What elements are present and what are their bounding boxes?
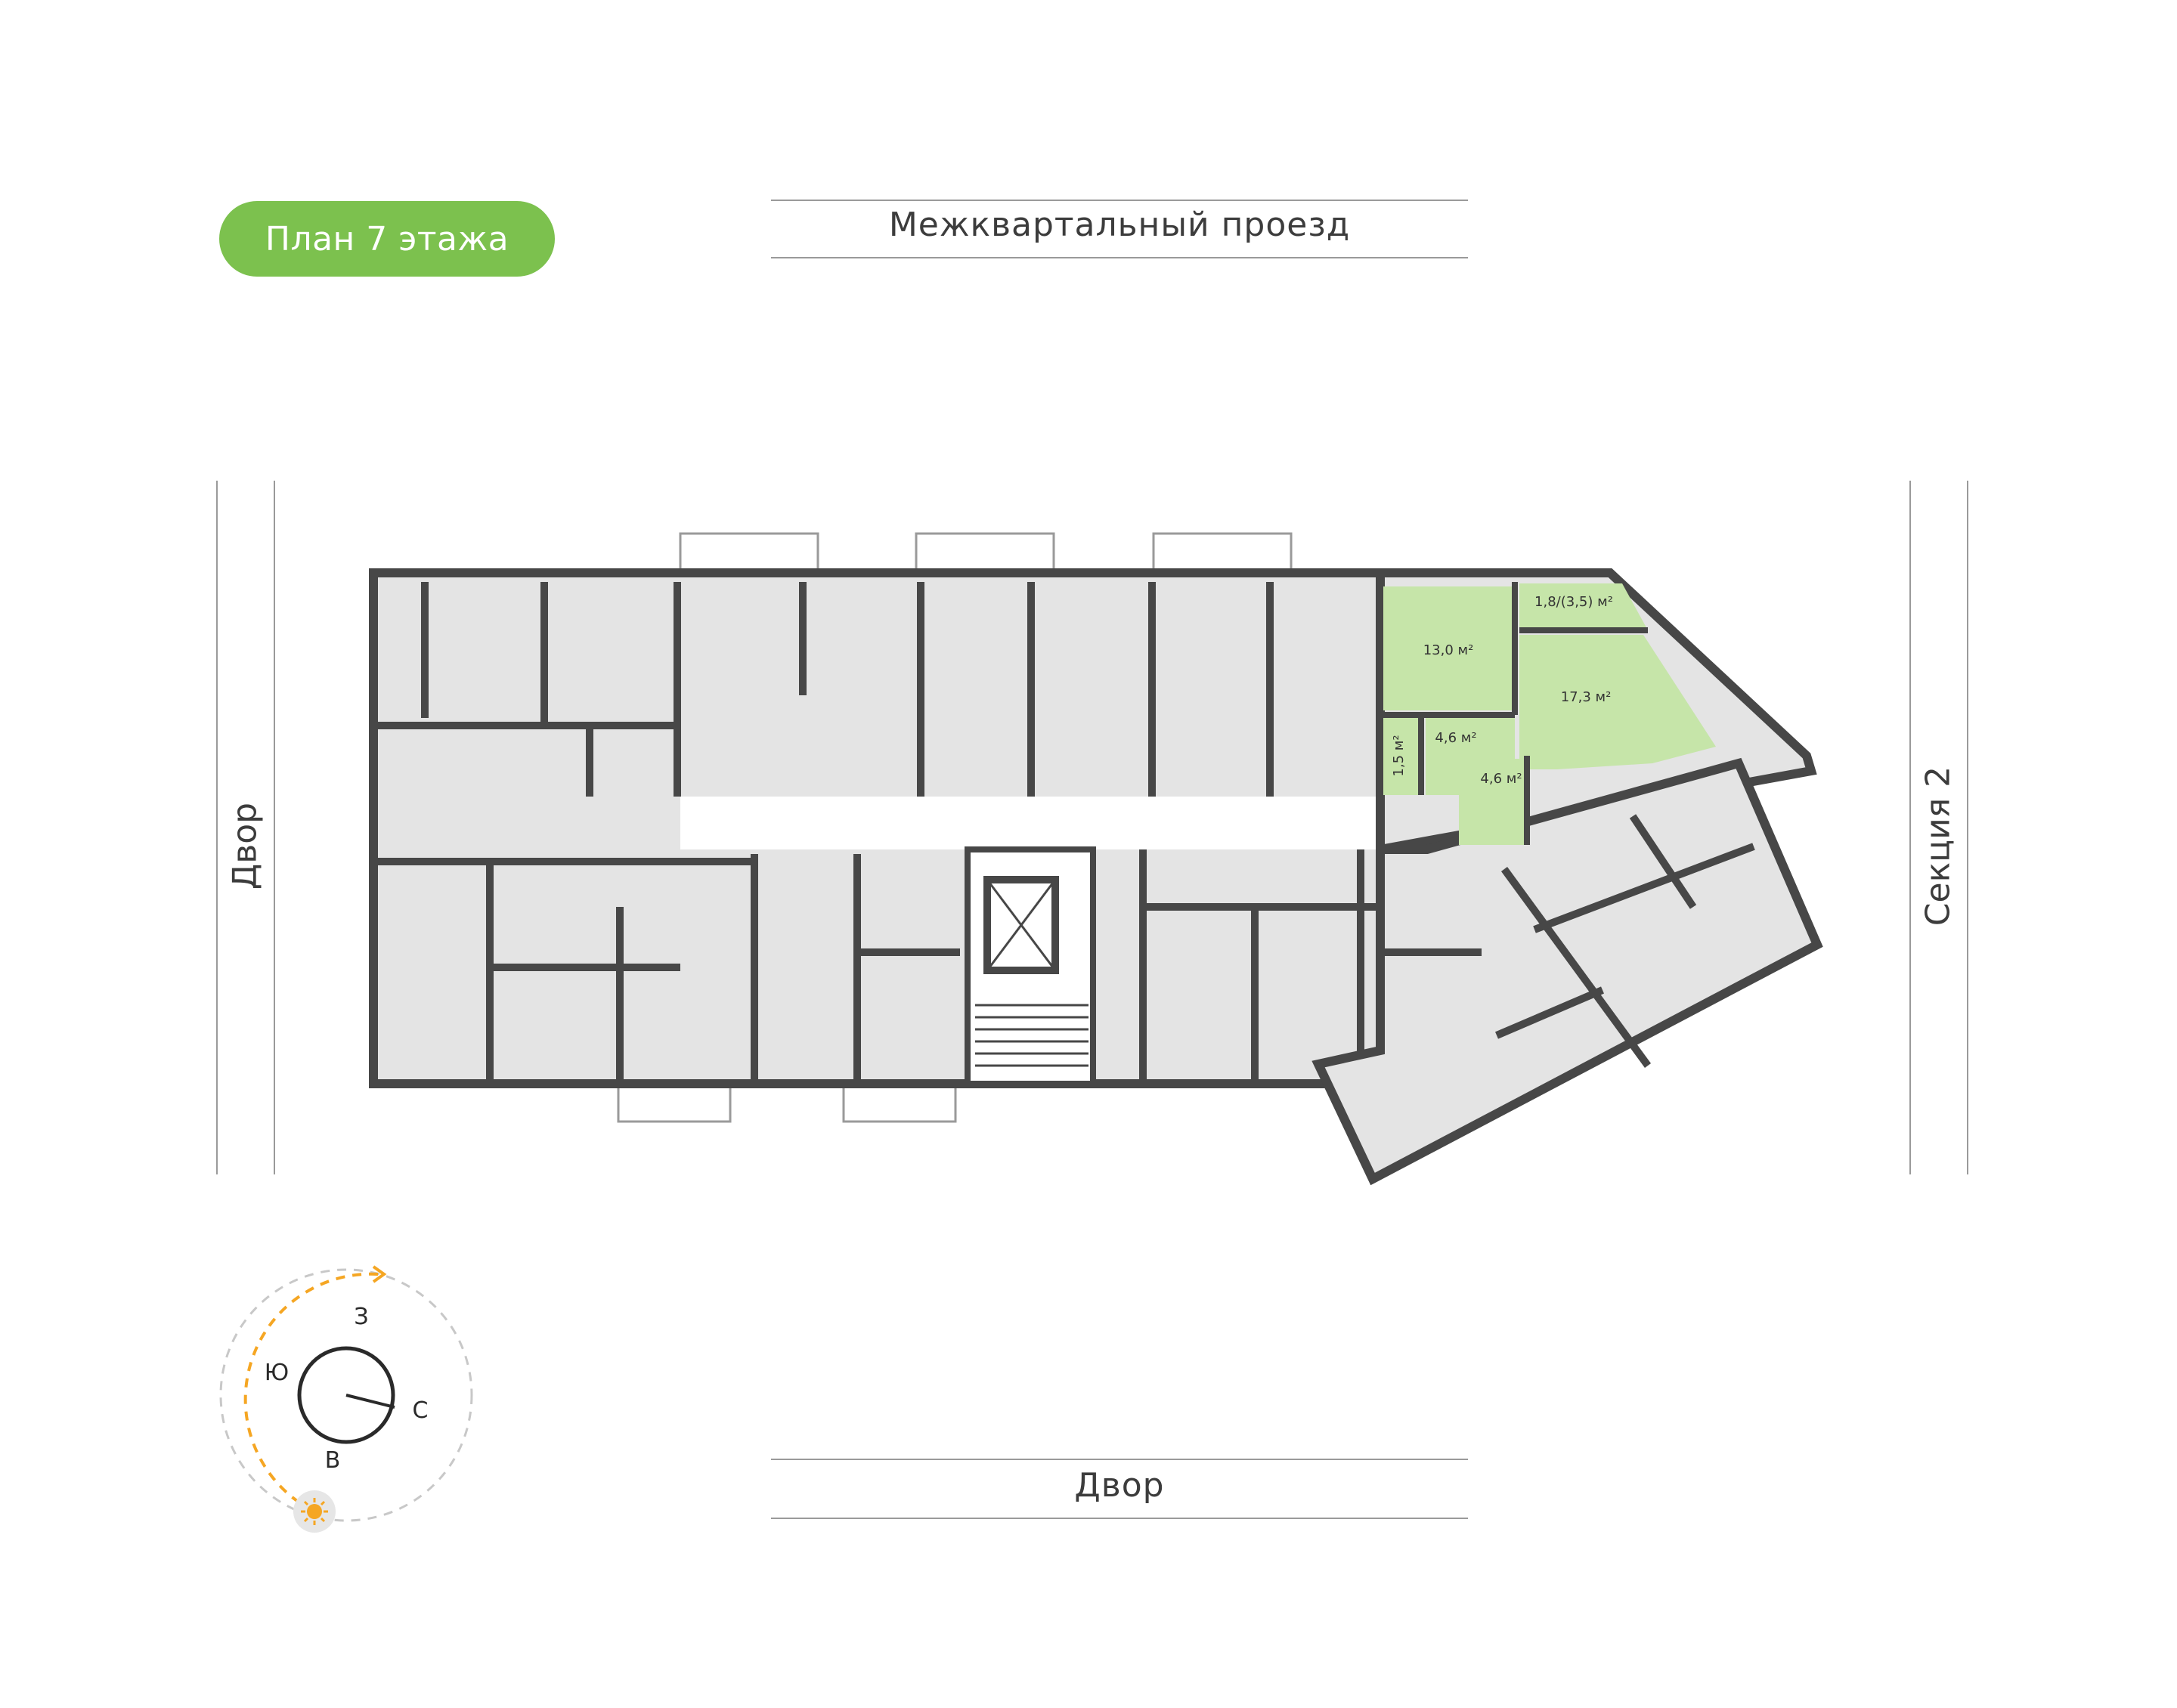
- room-area-label: 17,3 м²: [1561, 689, 1612, 705]
- wing-walls: [1380, 814, 1755, 1068]
- room-17-3[interactable]: [1519, 635, 1716, 769]
- top-road-label: Межквартальный проезд: [888, 206, 1351, 244]
- sun-path-arrow-icon: [372, 1265, 387, 1283]
- compass-label-south: Ю: [265, 1360, 289, 1386]
- compass-label-west: З: [354, 1304, 368, 1330]
- compass-label-north: С: [413, 1397, 429, 1424]
- balcony: [1152, 532, 1293, 573]
- room-area-label: 13,0 м²: [1423, 642, 1474, 658]
- corridor: [680, 797, 1406, 849]
- room-area-label: 4,6 м²: [1435, 730, 1476, 746]
- sun-path: [243, 1272, 379, 1513]
- left-road-line-2: [274, 481, 275, 1174]
- compass-label-east: В: [325, 1447, 341, 1474]
- sun-orbit: [219, 1268, 473, 1522]
- floor-badge: План 7 этажа: [219, 201, 555, 277]
- bottom-road-label: Двор: [1074, 1466, 1165, 1505]
- compass: З Ю С В: [219, 1265, 473, 1533]
- right-road-line-2: [1967, 481, 1968, 1174]
- top-road-line: [771, 200, 1468, 201]
- elevator-cross: [986, 879, 1057, 971]
- room-closet[interactable]: [1383, 715, 1421, 795]
- balcony: [915, 532, 1055, 573]
- right-road-line: [1909, 481, 1911, 1174]
- interior-walls: [378, 582, 1376, 1081]
- top-road-line-2: [771, 257, 1468, 258]
- left-road-line: [216, 481, 218, 1174]
- room-area-label: 1,5 м²: [1391, 735, 1407, 776]
- bottom-road-line: [771, 1459, 1468, 1460]
- highlighted-apartment[interactable]: 13,0 м² 17,3 м² 1,8/(3,5) м² 4,6 м² 4,6 …: [1383, 582, 1716, 845]
- apartment-walls: [1383, 582, 1648, 845]
- compass-needle: [345, 1394, 395, 1409]
- bottom-road-line-2: [771, 1518, 1468, 1519]
- stairs: [975, 1004, 1088, 1067]
- room-area-label: 1,8/(3,5) м²: [1534, 594, 1613, 610]
- room-bath[interactable]: [1459, 759, 1527, 845]
- balcony: [679, 532, 819, 573]
- sun-icon: [301, 1498, 328, 1525]
- room-area-label: 4,6 м²: [1480, 771, 1522, 787]
- room-loggia[interactable]: [1519, 583, 1648, 630]
- floor-badge-label: План 7 этажа: [265, 219, 509, 258]
- room-13-0[interactable]: [1383, 586, 1513, 710]
